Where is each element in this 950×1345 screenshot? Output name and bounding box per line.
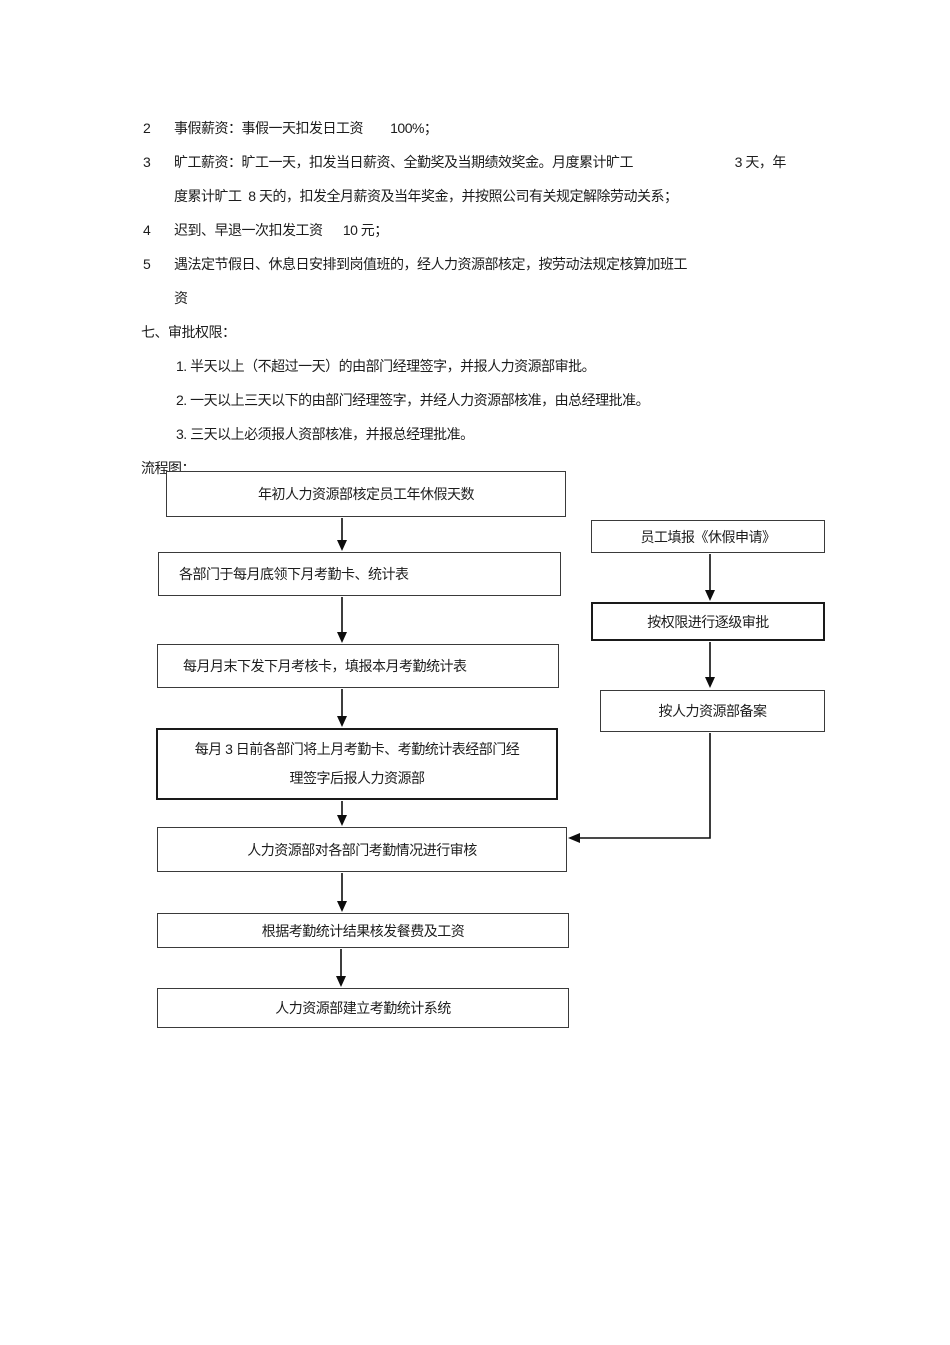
- flow-box-month-end-distribution: 每月月末下发下月考核卡，填报本月考勤统计表: [157, 644, 559, 688]
- flow-box-hr-review: 人力资源部对各部门考勤情况进行审核: [157, 827, 567, 872]
- arrow-elbow-left: [568, 733, 711, 843]
- arrow-down: [337, 689, 347, 727]
- list-item-number: 4: [143, 222, 151, 238]
- flow-box-text: 按人力资源部备案: [658, 703, 768, 719]
- list-item-5: 5 遇法定节假日、休息日安排到岗值班的，经人力资源部核定，按劳动法规定核算加班工…: [141, 247, 841, 315]
- list-item-2: 2 事假薪资：事假一天扣发日工资 100%；: [141, 111, 841, 145]
- arrow-down: [705, 642, 715, 688]
- list-item-number: 2: [143, 120, 151, 136]
- flow-box-statistics-system: 人力资源部建立考勤统计系统: [157, 988, 569, 1028]
- flow-box-text: 员工填报《休假申请》: [640, 528, 777, 545]
- arrow-down: [336, 949, 346, 987]
- flow-box-text: 人力资源部对各部门考勤情况进行审核: [247, 841, 477, 858]
- flow-box-text: 年初人力资源部核定员工年休假天数: [258, 486, 475, 502]
- flow-box-text: 每月月末下发下月考核卡，填报本月考勤统计表: [183, 658, 467, 674]
- list-item-text: 迟到、早退一次扣发工资 10 元；: [174, 222, 388, 238]
- flow-box-annual-quota: 年初人力资源部核定员工年休假天数: [166, 471, 566, 517]
- list-item-text: 遇法定节假日、休息日安排到岗值班的，经人力资源部核定，按劳动法规定核算加班工 资: [174, 256, 688, 306]
- flow-box-meal-salary-payout: 根据考勤统计结果核发餐费及工资: [157, 913, 569, 948]
- sub-item-2: 2. 一天以上三天以下的由部门经理签字，并经人力资源部核准，由总经理批准。: [176, 392, 650, 408]
- sub-item-3: 3. 三天以上必须报人资部核准，并报总经理批准。: [176, 426, 474, 442]
- list-item-text: 事假薪资：事假一天扣发日工资 100%；: [174, 120, 438, 136]
- arrow-down: [337, 597, 347, 643]
- list-item-4: 4 迟到、早退一次扣发工资 10 元；: [141, 213, 841, 247]
- flow-box-text: 人力资源部建立考勤统计系统: [275, 1000, 451, 1016]
- document-text-block: 2 事假薪资：事假一天扣发日工资 100%； 3 旷工薪资：旷工一天，扣发当日薪…: [141, 111, 841, 485]
- flow-box-text: 各部门于每月底领下月考勤卡、统计表: [179, 566, 409, 582]
- arrow-down: [337, 518, 347, 551]
- flow-box-submit-to-hr: 每月 3 日前各部门将上月考勤卡、考勤统计表经部门经 理签字后报人力资源部: [156, 728, 558, 800]
- section-heading-approval-authority: 七、审批权限：: [141, 324, 236, 340]
- list-item-text: 旷工薪资：旷工一天，扣发当日薪资、全勤奖及当期绩效奖金。月度累计旷工 3 天，年…: [174, 154, 786, 204]
- flow-box-leave-application: 员工填报《休假申请》: [591, 520, 825, 553]
- flow-box-hr-filing: 按人力资源部备案: [600, 690, 825, 732]
- flow-box-text: 每月 3 日前各部门将上月考勤卡、考勤统计表经部门经 理签字后报人力资源部: [194, 741, 520, 786]
- flow-box-monthly-card-pickup: 各部门于每月底领下月考勤卡、统计表: [158, 552, 561, 596]
- arrow-down: [337, 873, 347, 912]
- arrow-down: [705, 554, 715, 601]
- flow-box-text: 按权限进行逐级审批: [647, 613, 769, 630]
- arrow-down: [337, 801, 347, 826]
- sub-item-1: 1. 半天以上（不超过一天）的由部门经理签字，并报人力资源部审批。: [176, 358, 596, 374]
- flow-box-text: 根据考勤统计结果核发餐费及工资: [261, 922, 465, 939]
- list-item-3: 3 旷工薪资：旷工一天，扣发当日薪资、全勤奖及当期绩效奖金。月度累计旷工 3 天…: [141, 145, 841, 213]
- list-item-number: 3: [143, 154, 151, 170]
- flow-box-level-approval: 按权限进行逐级审批: [591, 602, 825, 641]
- list-item-number: 5: [143, 256, 151, 272]
